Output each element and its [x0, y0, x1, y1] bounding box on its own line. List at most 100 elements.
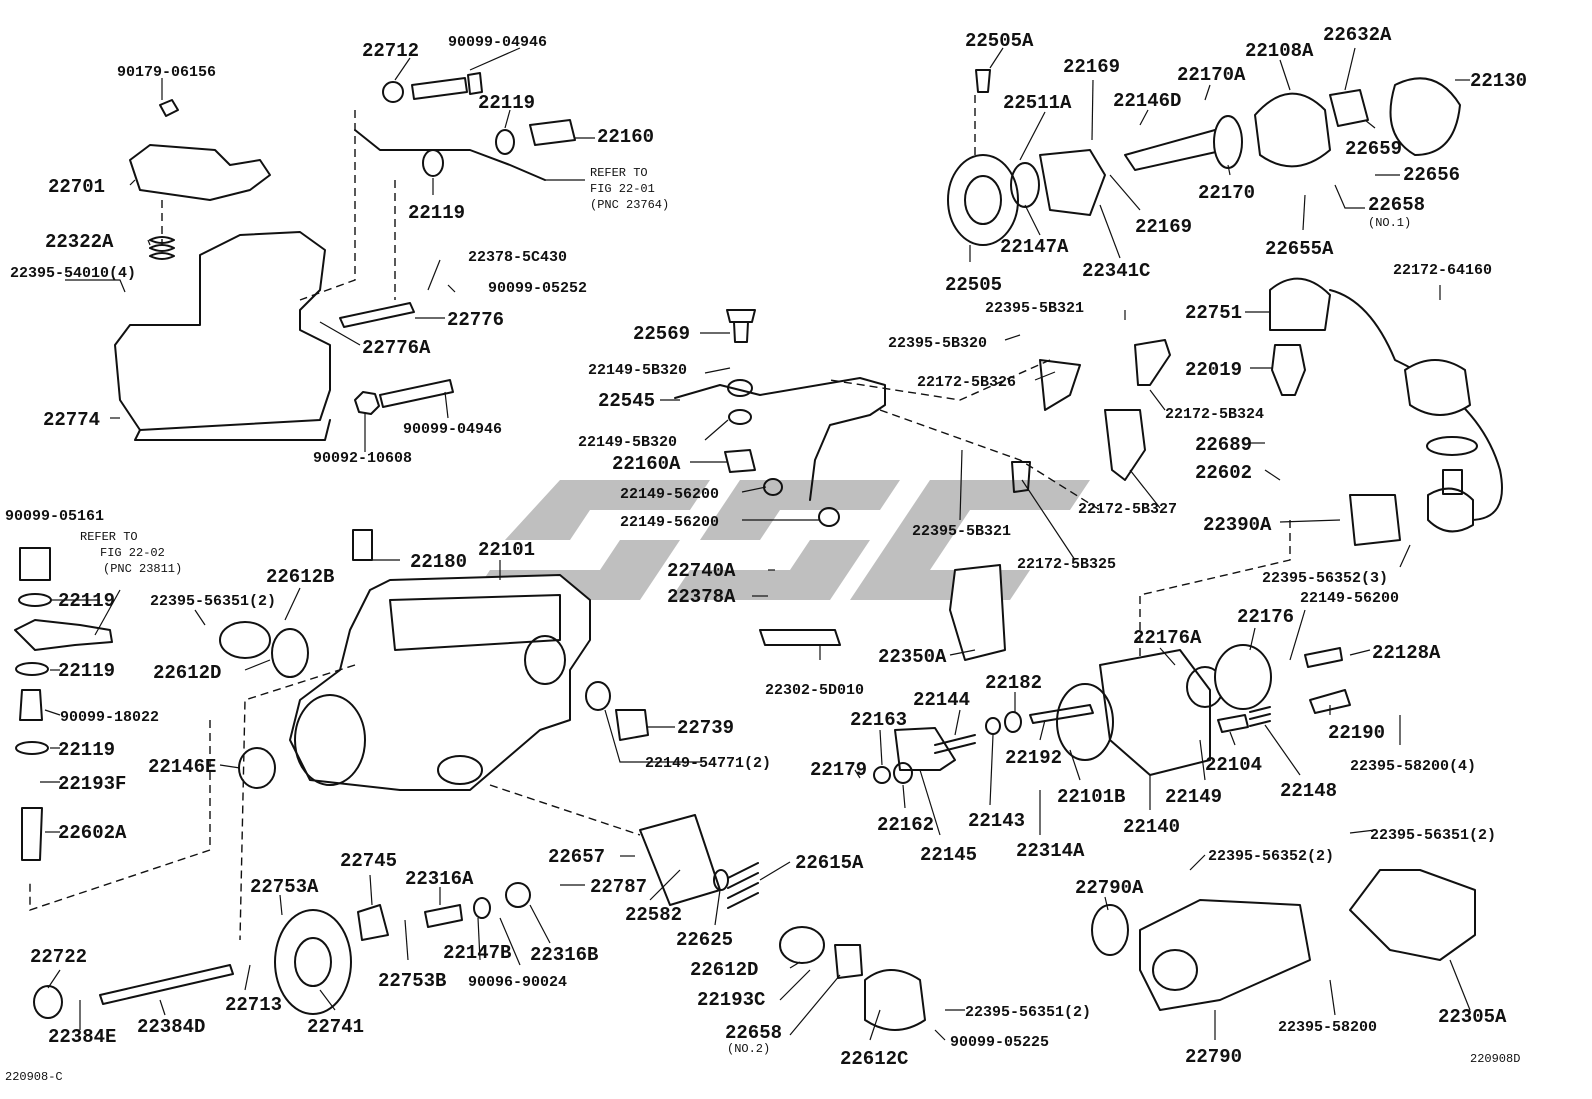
label-22162: 22162	[877, 814, 934, 836]
label-22701: 22701	[48, 176, 105, 198]
part-labels: 90179-06156 22712 90099-04946 22119 2216…	[5, 24, 1527, 1084]
label-22302-5D010: 22302-5D010	[765, 682, 864, 699]
label-22658-a-note: (NO.1)	[1368, 216, 1411, 230]
label-22753A: 22753A	[250, 876, 319, 898]
label-22776A: 22776A	[362, 337, 431, 359]
label-22378A: 22378A	[667, 586, 736, 608]
label-22658-b-note: (NO.2)	[727, 1042, 770, 1056]
label-22160: 22160	[597, 126, 654, 148]
label-22395-5B320: 22395-5B320	[888, 335, 987, 352]
label-22305A: 22305A	[1438, 1006, 1507, 1028]
label-22395-56352-a: 22395-56352(3)	[1262, 570, 1388, 587]
label-90099-18022: 90099-18022	[60, 709, 159, 726]
leader-lines	[40, 47, 1471, 1041]
label-22612D-b: 22612D	[690, 959, 758, 981]
label-22316B: 22316B	[530, 944, 598, 966]
label-90099-05225: 90099-05225	[950, 1034, 1049, 1051]
label-90092-10608: 90092-10608	[313, 450, 412, 467]
label-22172-5B327: 22172-5B327	[1078, 501, 1177, 518]
label-90099-05161: 90099-05161	[5, 508, 104, 525]
label-22170: 22170	[1198, 182, 1255, 204]
label-22149-56200-b: 22149-56200	[620, 514, 719, 531]
label-90179-06156: 90179-06156	[117, 64, 216, 81]
label-22119-d: 22119	[58, 660, 115, 682]
label-22101B: 22101B	[1057, 786, 1125, 808]
label-22149-56200-c: 22149-56200	[1300, 590, 1399, 607]
label-22790A: 22790A	[1075, 877, 1144, 899]
label-22569: 22569	[633, 323, 690, 345]
label-22119-c: 22119	[58, 590, 115, 612]
label-22169-b: 22169	[1135, 216, 1192, 238]
label-22193C: 22193C	[697, 989, 765, 1011]
label-diagram-code-left: 220908-C	[5, 1070, 63, 1084]
label-22722: 22722	[30, 946, 87, 968]
label-22147B: 22147B	[443, 942, 511, 964]
label-22172-5B326: 22172-5B326	[917, 374, 1016, 391]
label-22395-5B321-b: 22395-5B321	[912, 523, 1011, 540]
label-22104: 22104	[1205, 754, 1262, 776]
label-22316A: 22316A	[405, 868, 474, 890]
label-22602A: 22602A	[58, 822, 127, 844]
label-22176A: 22176A	[1133, 627, 1202, 649]
label-refer-fig-22-02-line3: (PNC 23811)	[103, 562, 182, 576]
label-22657: 22657	[548, 846, 605, 868]
label-22689: 22689	[1195, 434, 1252, 456]
label-90099-05252: 90099-05252	[488, 280, 587, 297]
label-22774: 22774	[43, 409, 100, 431]
label-22612D-a: 22612D	[153, 662, 221, 684]
label-22147A: 22147A	[1000, 236, 1069, 258]
label-22505: 22505	[945, 274, 1002, 296]
label-22350A: 22350A	[878, 646, 947, 668]
label-refer-fig-22-01-line1: REFER TO	[590, 166, 648, 180]
label-22395-54010: 22395-54010(4)	[10, 265, 136, 282]
label-22019: 22019	[1185, 359, 1242, 381]
label-22314A: 22314A	[1016, 840, 1085, 862]
label-22128A: 22128A	[1372, 642, 1441, 664]
label-22745: 22745	[340, 850, 397, 872]
label-22545: 22545	[598, 390, 655, 412]
label-22179: 22179	[810, 759, 867, 781]
label-22395-56352-b: 22395-56352(2)	[1208, 848, 1334, 865]
label-22741: 22741	[307, 1016, 364, 1038]
label-22322A: 22322A	[45, 231, 114, 253]
label-22172-5B324: 22172-5B324	[1165, 406, 1264, 423]
label-22751: 22751	[1185, 302, 1242, 324]
label-22108A: 22108A	[1245, 40, 1314, 62]
label-22395-58200-b: 22395-58200	[1278, 1019, 1377, 1036]
label-22790: 22790	[1185, 1046, 1242, 1068]
label-22160A: 22160A	[612, 453, 681, 475]
label-22625: 22625	[676, 929, 733, 951]
label-22149-d: 22149	[1165, 786, 1222, 808]
part-drawings	[14, 69, 1503, 1031]
label-22395-56351-a: 22395-56351(2)	[150, 593, 276, 610]
label-22390A: 22390A	[1203, 514, 1272, 536]
label-22739: 22739	[677, 717, 734, 739]
label-22176: 22176	[1237, 606, 1294, 628]
label-22119-e: 22119	[58, 739, 115, 761]
label-22787: 22787	[590, 876, 647, 898]
label-22101: 22101	[478, 539, 535, 561]
label-22140: 22140	[1123, 816, 1180, 838]
label-refer-fig-22-02-line2: FIG 22-02	[100, 546, 165, 560]
label-22658-b: 22658	[725, 1022, 782, 1044]
label-22659: 22659	[1345, 138, 1402, 160]
label-22143: 22143	[968, 810, 1025, 832]
label-22655A: 22655A	[1265, 238, 1334, 260]
label-22395-56351-c: 22395-56351(2)	[965, 1004, 1091, 1021]
label-90099-04946-a: 90099-04946	[448, 34, 547, 51]
label-22712: 22712	[362, 40, 419, 62]
label-22182: 22182	[985, 672, 1042, 694]
label-22149-5B320-a: 22149-5B320	[588, 362, 687, 379]
label-90096-90024: 90096-90024	[468, 974, 567, 991]
label-22170A: 22170A	[1177, 64, 1246, 86]
label-22713: 22713	[225, 994, 282, 1016]
label-22395-56351-b: 22395-56351(2)	[1370, 827, 1496, 844]
label-refer-fig-22-02-line1: REFER TO	[80, 530, 138, 544]
label-22145: 22145	[920, 844, 977, 866]
label-22740A: 22740A	[667, 560, 736, 582]
label-22172-64160: 22172-64160	[1393, 262, 1492, 279]
label-22119-a: 22119	[478, 92, 535, 114]
label-22144: 22144	[913, 689, 970, 711]
label-22193F: 22193F	[58, 773, 126, 795]
